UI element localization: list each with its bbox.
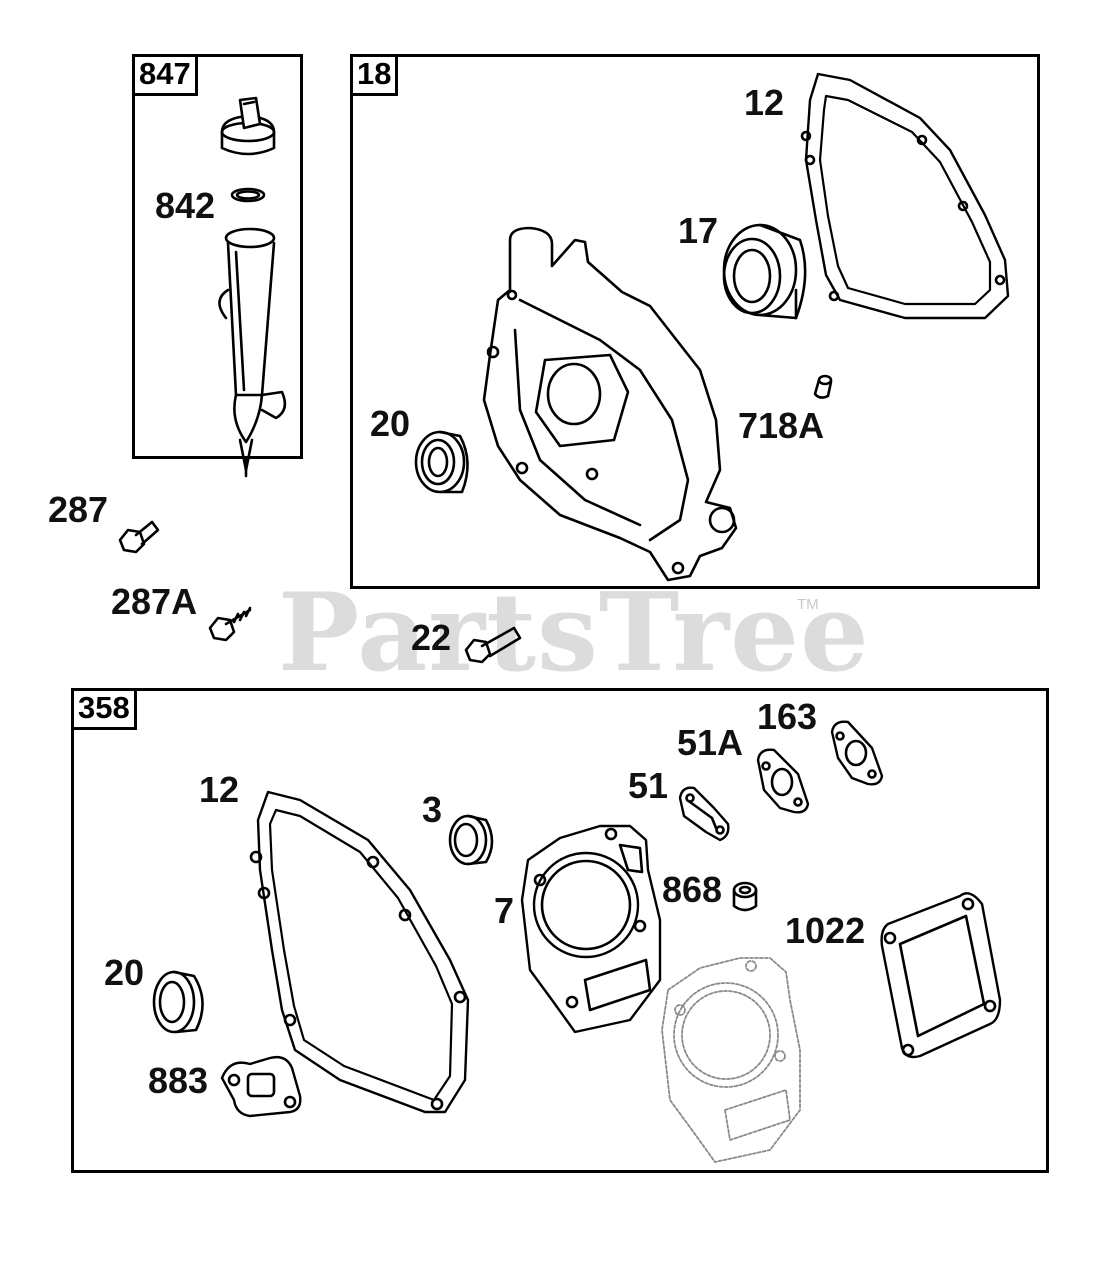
gasket-163-illustration: [832, 722, 882, 785]
seal-top-illustration: [416, 432, 468, 492]
group-18-frame: 18: [350, 54, 1040, 589]
callout-1022: 1022: [785, 910, 866, 951]
crankcase-cover-illustration: [484, 228, 736, 580]
pin-illustration: [815, 376, 831, 398]
callout-842: 842: [155, 185, 216, 226]
callout-7: 7: [494, 890, 515, 931]
callout-20-bottom: 20: [104, 952, 145, 993]
bolt-22-illustration: [466, 628, 520, 662]
o-ring-illustration: [232, 189, 264, 201]
group-358-frame: 358: [71, 688, 1049, 1173]
head-gasket-illustration: [522, 826, 660, 1032]
group-18-label: 18: [350, 54, 399, 96]
callout-51a: 51A: [677, 722, 744, 763]
callout-287a: 287A: [111, 581, 198, 622]
seal-3-illustration: [450, 816, 492, 864]
group-847-frame: 847: [132, 54, 303, 459]
watermark: PartsTree: [278, 570, 870, 696]
bolt-287-illustration: [120, 522, 158, 552]
callout-22: 22: [411, 617, 452, 658]
callout-12-top: 12: [744, 82, 785, 123]
callout-883: 883: [148, 1060, 209, 1101]
screw-287a-illustration: [210, 608, 250, 640]
callout-718a: 718A: [738, 405, 825, 446]
gasket-883-illustration: [222, 1057, 300, 1116]
gasket-top-illustration: [802, 74, 1008, 318]
callout-163: 163: [757, 696, 818, 737]
gasket-51-illustration: [680, 788, 728, 840]
callout-868: 868: [662, 869, 723, 910]
oil-fill-tube-illustration: [219, 229, 284, 476]
oil-fill-cap-illustration: [222, 98, 274, 154]
callout-51: 51: [628, 765, 669, 806]
head-gasket-ghost-illustration: [662, 958, 800, 1162]
callout-287: 287: [48, 489, 109, 530]
gasket-51a-illustration: [758, 750, 808, 813]
seal-bottom-illustration: [154, 972, 203, 1032]
group-847-label: 847: [132, 54, 198, 96]
gasket-bottom-illustration: [251, 792, 468, 1112]
gasket-1022-illustration: [882, 893, 1000, 1057]
watermark-trademark: TM: [797, 596, 819, 613]
callout-20-top: 20: [370, 403, 411, 444]
callout-12-bottom: 12: [199, 769, 240, 810]
bearing-illustration: [724, 225, 805, 318]
callout-3: 3: [422, 789, 443, 830]
callout-17: 17: [678, 210, 719, 251]
group-358-label: 358: [71, 688, 137, 730]
valve-seal-illustration: [734, 883, 756, 910]
